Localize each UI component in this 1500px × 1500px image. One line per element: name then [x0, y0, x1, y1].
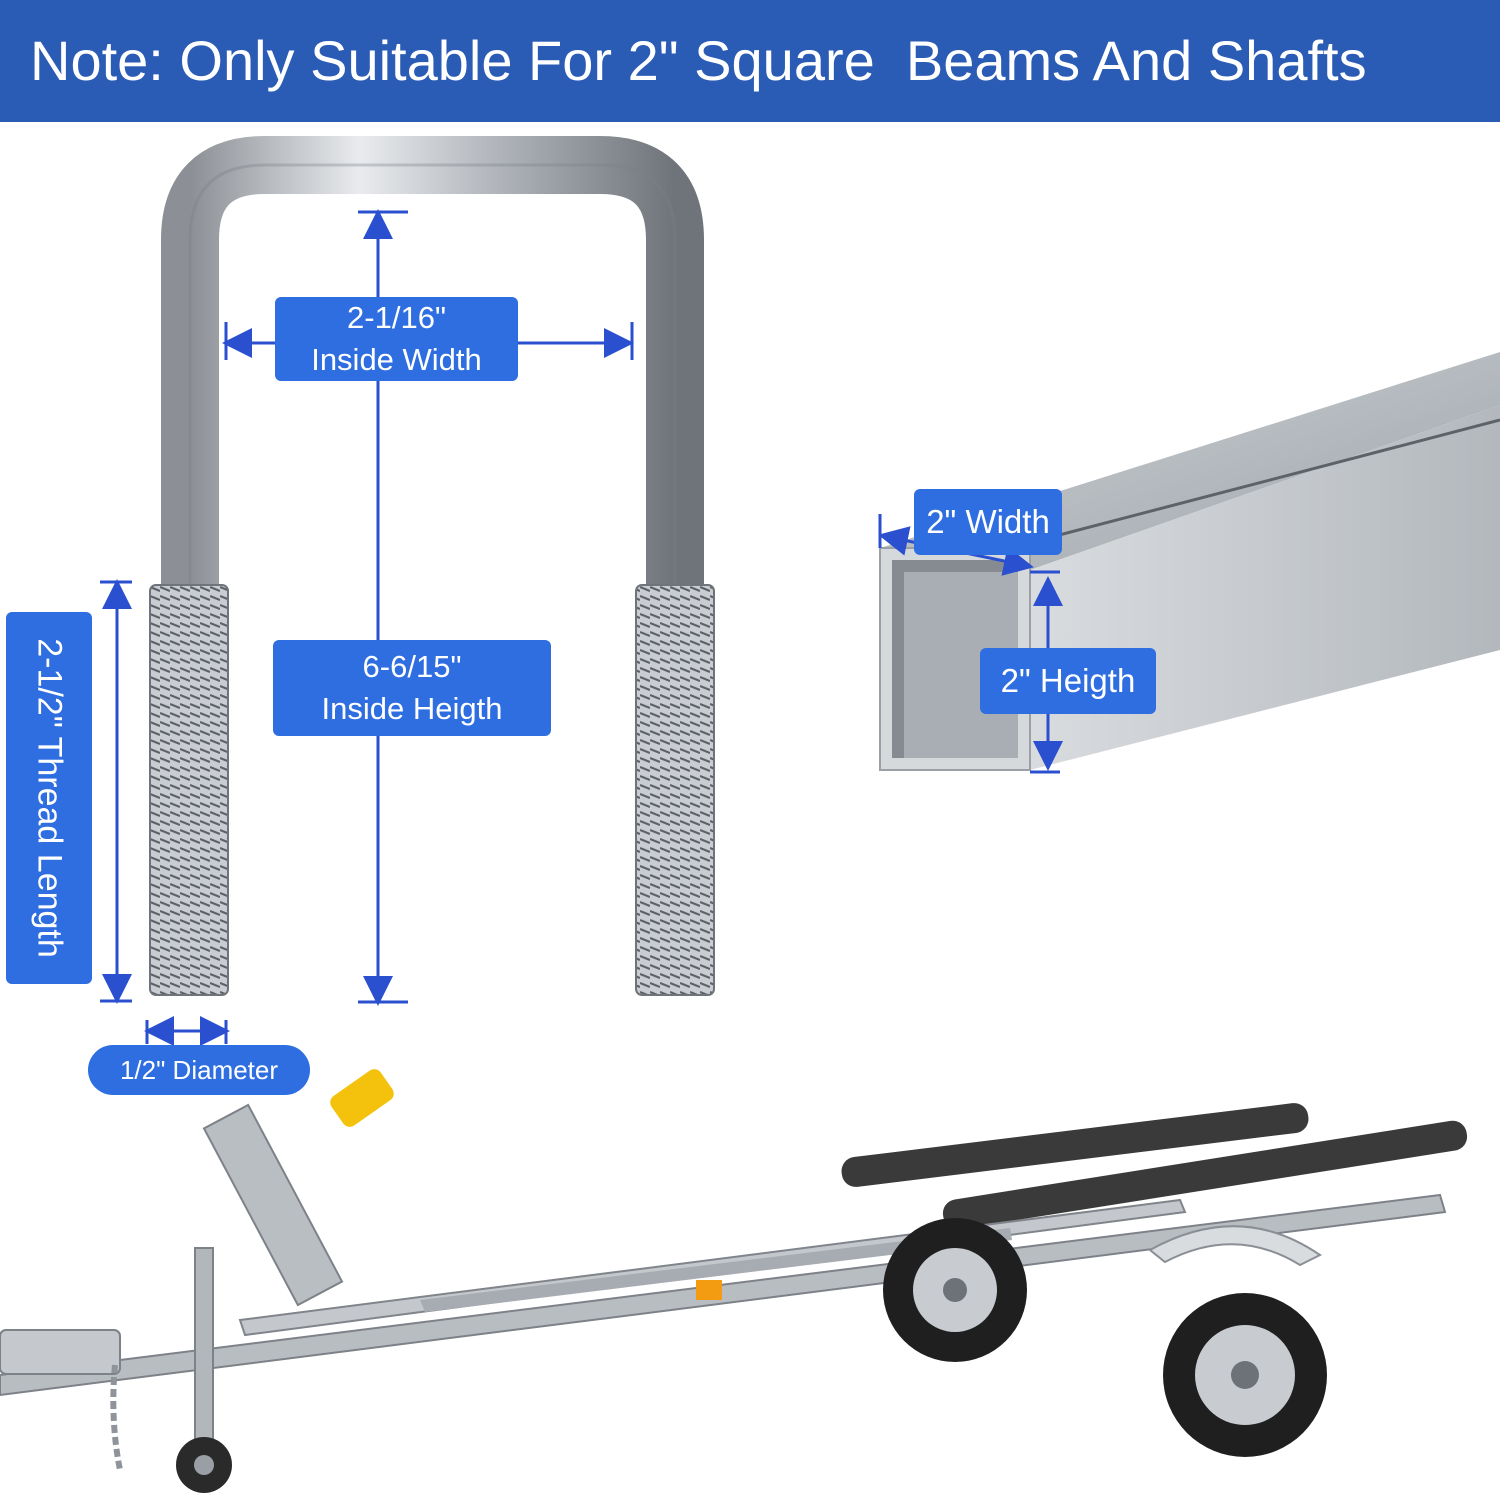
inside-width-value: 2-1/16" [347, 300, 446, 335]
thread-length-text: 2-1/2" Thread Length [30, 638, 69, 958]
inside-height-label: 6-6/15" Inside Heigth [273, 640, 551, 736]
tube-width-label: 2" Width [914, 489, 1062, 555]
u-bolt-image [149, 136, 715, 996]
inside-width-label: 2-1/16" Inside Width [275, 297, 518, 381]
inside-height-value: 6-6/15" [362, 649, 462, 684]
note-banner: Note: Only Suitable For 2" Square Beams … [0, 0, 1500, 122]
thread-length-label: 2-1/2" Thread Length [6, 612, 92, 984]
tube-height-label: 2" Heigth [980, 648, 1156, 714]
note-text: Note: Only Suitable For 2" Square Beams … [30, 29, 1367, 92]
inside-width-text: Inside Width [311, 342, 482, 377]
square-tube-image [879, 352, 1500, 771]
inside-height-text: Inside Heigth [321, 691, 503, 726]
diameter-label: 1/2" Diameter [88, 1045, 310, 1095]
boat-trailer-image [0, 1069, 1468, 1493]
